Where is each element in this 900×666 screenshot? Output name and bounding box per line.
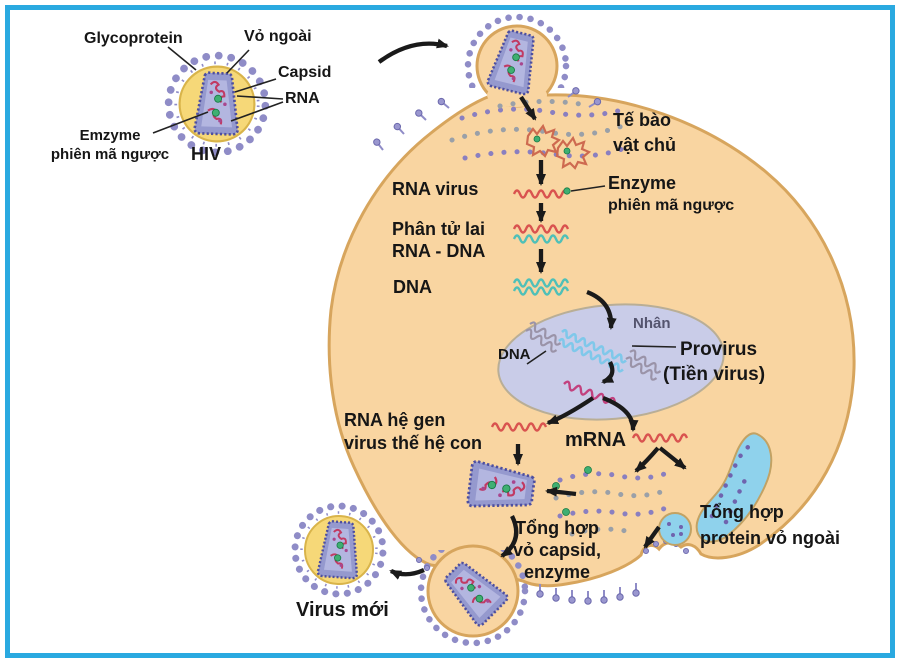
- label-hybrid-line1: Phân tử lai: [392, 219, 486, 239]
- label-protein-synthesis-line2: protein vỏ ngoài: [700, 528, 841, 548]
- label-dna: DNA: [393, 277, 432, 297]
- label-rna-virus: RNA virus: [392, 179, 479, 199]
- label-protein-synthesis: Tổng hợp protein vỏ ngoài: [700, 499, 840, 551]
- label-genome-rna: RNA hệ gen virus thế hệ con: [344, 409, 482, 455]
- label-rna: RNA: [285, 90, 320, 107]
- virus-budding-site: [417, 544, 529, 647]
- process-arrows: [377, 38, 687, 580]
- label-capsid-synthesis: Tổng hợp vỏ capsid, enzyme: [472, 517, 642, 583]
- label-new-virus: Virus mới: [296, 599, 389, 621]
- label-virion-enzyme-line2: phiên mã ngược: [50, 146, 170, 163]
- label-rt-enzyme: Enzyme phiên mã ngược: [608, 173, 734, 215]
- label-genome-line1: RNA hệ gen: [344, 410, 446, 430]
- label-provirus: Provirus: [680, 339, 758, 360]
- synthesized-protein-dots: [553, 467, 678, 537]
- label-envelope: Vỏ ngoài: [244, 28, 312, 45]
- label-provirus-alt: (Tiền virus): [663, 364, 766, 385]
- new-virus-virion: [292, 503, 386, 597]
- released-rna-cores: [525, 123, 592, 170]
- label-nucleus-dna: DNA: [498, 346, 531, 363]
- label-rt-enzyme-line2: phiên mã ngược: [608, 197, 735, 214]
- transport-vesicle: [658, 512, 692, 546]
- label-capsid-synthesis-line2: vỏ capsid,: [512, 540, 602, 560]
- label-virion-enzyme: Emzyme phiên mã ngược: [30, 126, 190, 164]
- hiv-virion: [152, 46, 284, 154]
- virus-entry-bud: [464, 13, 570, 108]
- label-hybrid-molecule: Phân tử lai RNA - DNA: [392, 218, 485, 262]
- label-virion-enzyme-line1: Emzyme: [79, 127, 141, 144]
- label-mrna: mRNA: [565, 429, 627, 451]
- label-host-cell-line1: Tế bào: [613, 110, 672, 130]
- label-rt-enzyme-line1: Enzyme: [608, 173, 677, 193]
- label-host-cell: Tế bào vật chủ: [613, 108, 676, 158]
- endoplasmic-reticulum: [695, 432, 773, 543]
- replication-strands: [490, 185, 689, 443]
- diagram-border: [5, 5, 895, 658]
- label-capsid-synthesis-line3: enzyme: [523, 562, 591, 582]
- label-capsid-synthesis-line1: Tổng hợp: [515, 518, 599, 538]
- label-capsid: Capsid: [278, 64, 332, 81]
- label-genome-line2: virus thế hệ con: [344, 433, 483, 453]
- label-protein-synthesis-line1: Tổng hợp: [700, 502, 784, 522]
- label-glycoprotein: Glycoprotein: [84, 30, 183, 47]
- label-nucleus: Nhân: [633, 315, 671, 332]
- uncoating-protein-dots: [449, 98, 635, 161]
- label-hiv: HIV: [191, 144, 222, 164]
- label-host-cell-line2: vật chủ: [613, 135, 677, 155]
- label-hybrid-line2: RNA - DNA: [392, 241, 486, 261]
